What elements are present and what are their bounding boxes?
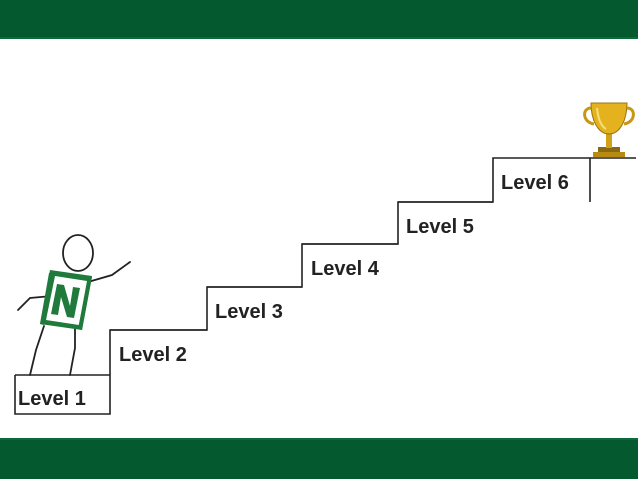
step-label-5: Level 5 xyxy=(406,216,474,238)
step-label-6: Level 6 xyxy=(501,172,569,194)
stick-figure-climber-icon xyxy=(17,234,131,376)
bottom-banner-divider xyxy=(0,438,638,440)
step-label-2: Level 2 xyxy=(119,344,187,366)
bottom-banner xyxy=(0,440,638,479)
trophy-icon xyxy=(583,102,635,157)
step-label-3: Level 3 xyxy=(215,301,283,323)
step-label-1: Level 1 xyxy=(18,388,86,410)
step-label-4: Level 4 xyxy=(311,258,380,280)
stair-outline xyxy=(14,157,591,415)
top-banner-divider xyxy=(0,37,638,39)
top-banner xyxy=(0,0,638,37)
